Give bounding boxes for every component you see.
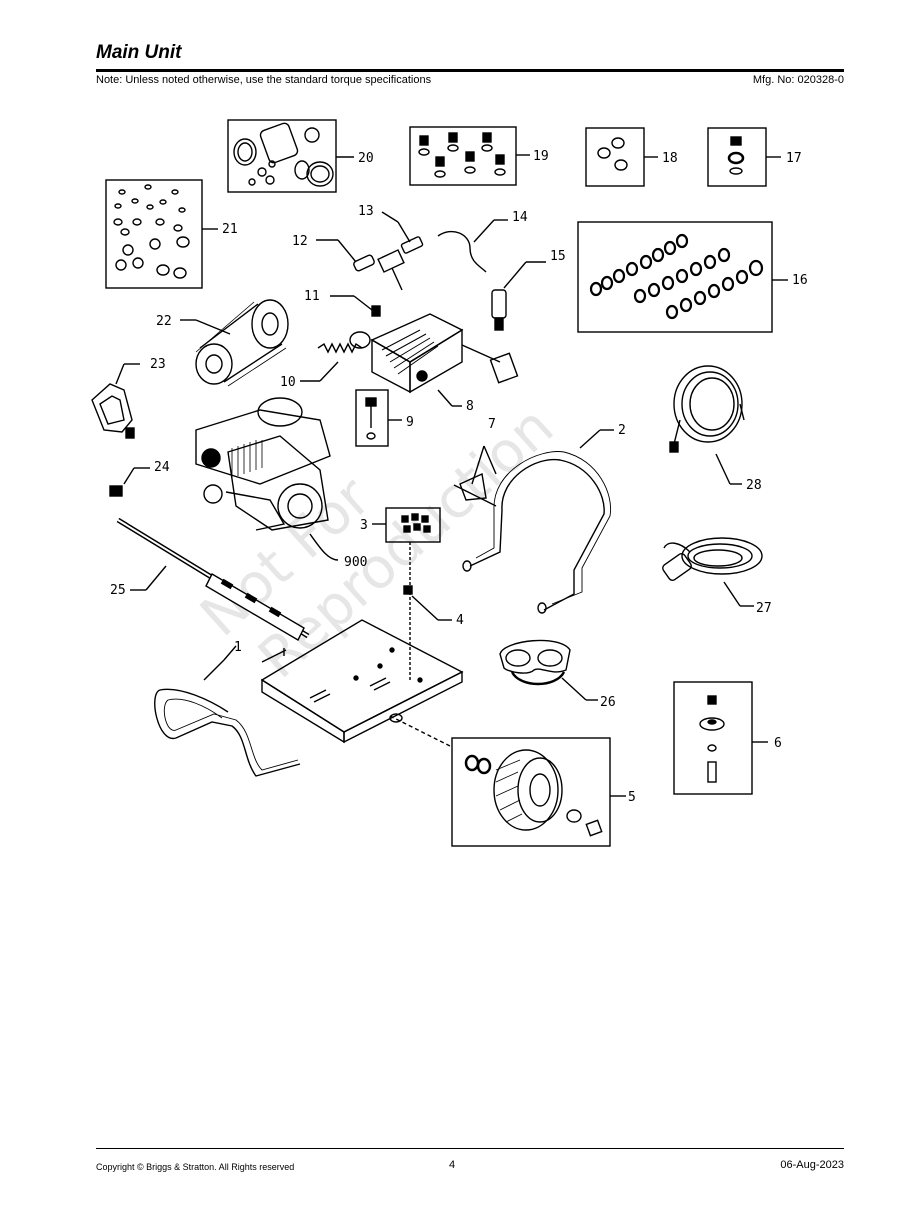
- callout-21: 21: [222, 222, 238, 237]
- callout-12: 12: [292, 234, 308, 249]
- callout-26: 26: [600, 695, 616, 710]
- mfg-number: Mfg. No: 020328-0: [752, 74, 844, 86]
- callout-23: 23: [150, 357, 166, 372]
- part-21-small-parts-kit: [105, 179, 203, 289]
- callout-7: 7: [488, 417, 496, 432]
- callout-16: 16: [792, 273, 808, 288]
- callout-15: 15: [550, 249, 566, 264]
- callout-19: 19: [533, 149, 549, 164]
- part-5-wheel-assembly: [451, 737, 611, 847]
- callout-25: 25: [110, 583, 126, 598]
- callout-labels: 20 19 18 17 21 13 14 12 15 16 11 22 23 1…: [110, 149, 808, 805]
- callout-13: 13: [358, 204, 374, 219]
- callout-18: 18: [662, 151, 678, 166]
- part-19-valve-kit: [409, 126, 517, 186]
- part-15-thermal-relief: [491, 289, 507, 331]
- part-25-wand: [116, 517, 310, 641]
- callout-6: 6: [774, 736, 782, 751]
- callout-27: 27: [756, 601, 772, 616]
- callout-22: 22: [156, 314, 172, 329]
- part-frame-base: [260, 619, 464, 747]
- callout-10: 10: [280, 375, 296, 390]
- part-14-hose: [437, 230, 487, 273]
- part-1-frame-handle: [154, 648, 301, 777]
- part-11-plug: [371, 305, 381, 317]
- footer-date: 06-Aug-2023: [780, 1159, 844, 1171]
- footer-rule: [96, 1148, 844, 1149]
- part-12-13-fittings: [353, 236, 424, 291]
- part-23-spray-gun: [91, 383, 135, 439]
- part-10-spring: [317, 342, 363, 354]
- callout-5: 5: [628, 790, 636, 805]
- callout-3: 3: [360, 518, 368, 533]
- exploded-parts-diagram: Not For Reproduction: [91, 119, 808, 847]
- callout-20: 20: [358, 151, 374, 166]
- part-18-o-rings: [585, 127, 645, 187]
- callout-14: 14: [512, 210, 528, 225]
- callout-28: 28: [746, 478, 762, 493]
- part-8-pump: [349, 313, 519, 394]
- callout-9: 9: [406, 415, 414, 430]
- header-rule: [96, 69, 844, 72]
- part-4-grommet: [403, 585, 413, 595]
- part-22-belt-pulley: [195, 299, 289, 387]
- torque-note: Note: Unless noted otherwise, use the st…: [96, 74, 432, 86]
- part-16-packing-kit: [577, 221, 773, 333]
- callout-4: 4: [456, 613, 464, 628]
- part-20-seal-kit: [227, 119, 337, 193]
- part-27-garden-hose-adapter: [662, 537, 763, 581]
- copyright-text: Copyright © Briggs & Stratton. All Right…: [96, 1162, 295, 1172]
- watermark: Not For Reproduction: [188, 394, 566, 691]
- part-3-nozzle-set: [385, 507, 441, 543]
- callout-1: 1: [234, 640, 242, 655]
- callout-900: 900: [344, 555, 367, 570]
- callout-11: 11: [304, 289, 320, 304]
- page-number: 4: [449, 1159, 456, 1171]
- part-6-foot-kit: [673, 681, 753, 795]
- part-2-handle: [469, 458, 605, 611]
- callout-8: 8: [466, 399, 474, 414]
- part-28-high-pressure-hose: [669, 365, 745, 453]
- part-900-engine: [195, 397, 331, 531]
- part-26-safety-goggles: [499, 639, 571, 686]
- part-9-oil-dipstick: [355, 389, 389, 447]
- callout-24: 24: [154, 460, 170, 475]
- page-title: Main Unit: [96, 42, 182, 63]
- callout-2: 2: [618, 423, 626, 438]
- callout-17: 17: [786, 151, 802, 166]
- part-24-nozzle: [109, 485, 123, 497]
- part-17-seal: [707, 127, 767, 187]
